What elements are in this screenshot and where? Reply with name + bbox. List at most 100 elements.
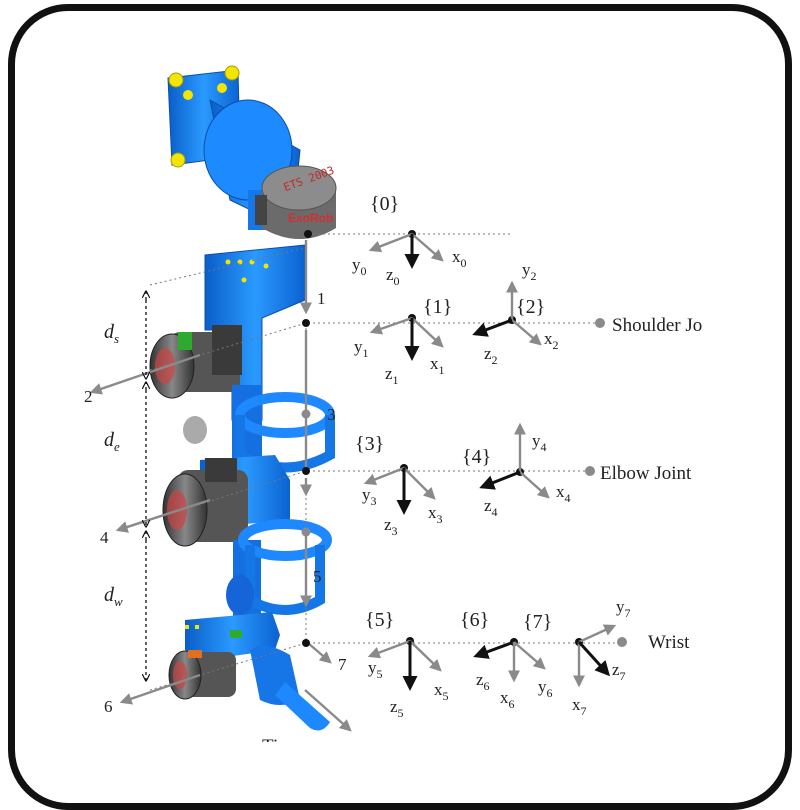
link-label-6: 6	[104, 697, 113, 716]
link-label-7: 7	[338, 655, 347, 674]
forearm-cuff	[226, 519, 332, 630]
frame-1-z-label: z	[385, 364, 393, 383]
svg-text:x0: x0	[452, 247, 467, 270]
frame-6: {6} z6 x6 y6	[460, 609, 553, 711]
frame-4-x-label: x	[556, 482, 565, 501]
svg-text:x2: x2	[544, 329, 559, 352]
frame-2: {2} y2 x2 z2	[472, 260, 559, 367]
frame-4: {4} y4 x4 z4	[462, 422, 571, 519]
robot-arm: ETS 2003 ExoRob	[149, 65, 337, 731]
link-arrow-4	[115, 498, 211, 533]
svg-text:de: de	[104, 429, 120, 454]
link-arrow-7	[307, 642, 332, 664]
frame-4-label: {4}	[462, 446, 491, 468]
svg-text:x7: x7	[572, 695, 587, 718]
link-label-1: 1	[317, 289, 326, 308]
link-arrow-6	[119, 673, 201, 705]
brand-text: ExoRob	[288, 211, 333, 225]
joint-dots	[302, 230, 312, 647]
dw-sub: w	[114, 594, 123, 609]
frame-2-y-label: y	[522, 260, 531, 279]
svg-text:dw: dw	[104, 584, 123, 609]
frame-6-z-label: z	[476, 670, 484, 689]
svg-text:z6: z6	[476, 670, 490, 693]
frame-0-z-label: z	[386, 265, 394, 284]
upper-arm-cuff	[183, 385, 335, 473]
frame-3-x-label: x	[428, 503, 437, 522]
frame-7-z-label: z	[612, 660, 620, 679]
frame-1: {1} y1 x1 z1	[354, 296, 452, 387]
frame-4-y-label: y	[532, 431, 541, 450]
frame-7: {7} y7 z7 x7	[523, 597, 631, 718]
frame-0-y-label: y	[352, 255, 361, 274]
svg-text:y6: y6	[538, 677, 553, 700]
shoulder-cap: ETS 2003 ExoRob	[255, 164, 337, 239]
svg-text:ds: ds	[104, 321, 119, 346]
elbow-motor	[162, 455, 290, 547]
frame-3-y-label: y	[362, 485, 371, 504]
frame-1-x-label: x	[430, 354, 439, 373]
svg-text:y2: y2	[522, 260, 537, 283]
frame-5-x-label: x	[434, 680, 443, 699]
frame-0-x-label: x	[452, 247, 461, 266]
dw-label: d	[104, 584, 115, 606]
svg-text:x1: x1	[430, 354, 445, 377]
svg-text:x3: x3	[428, 503, 443, 526]
frame-6-y-label: y	[538, 677, 547, 696]
frame-0: {0} y0 x0 z0	[352, 193, 467, 288]
svg-text:x5: x5	[434, 680, 449, 703]
frame-7-y-label: y	[616, 597, 625, 616]
frame-4-z-label: z	[484, 496, 492, 515]
frame-2-label: {2}	[516, 296, 545, 318]
svg-text:x4: x4	[556, 482, 571, 505]
frame-3: {3} y3 x3 z3	[355, 433, 443, 538]
frame-1-y-label: y	[354, 337, 363, 356]
frame-3-label: {3}	[355, 433, 384, 455]
shoulder-joint-label: Shoulder Jo	[612, 315, 702, 336]
wrist-unit	[168, 612, 330, 731]
svg-text:y4: y4	[532, 431, 547, 454]
svg-text:z0: z0	[386, 265, 400, 288]
frame-2-z-label: z	[484, 344, 492, 363]
tip-label: Tip	[262, 736, 288, 757]
svg-text:y1: y1	[354, 337, 369, 360]
svg-text:z7: z7	[612, 660, 626, 683]
rounded-frame	[8, 4, 792, 810]
frame-2-x-label: x	[544, 329, 553, 348]
de-sub: e	[114, 439, 120, 454]
frame-5-y-label: y	[368, 658, 377, 677]
link-label-2: 2	[84, 387, 93, 406]
svg-text:y0: y0	[352, 255, 367, 278]
elbow-joint-label: Elbow Joint	[600, 463, 692, 484]
svg-text:y5: y5	[368, 658, 383, 681]
frame-6-label: {6}	[460, 609, 489, 631]
svg-text:z5: z5	[390, 697, 404, 720]
svg-text:y7: y7	[616, 597, 631, 620]
link-label-5: 5	[313, 567, 322, 586]
svg-text:z2: z2	[484, 344, 498, 367]
frame-5: {5} y5 x5 z5	[365, 609, 449, 720]
svg-text:x6: x6	[500, 688, 515, 711]
frame-5-label: {5}	[365, 609, 394, 631]
ds-sub: s	[114, 331, 119, 346]
frame-5-z-label: z	[390, 697, 398, 716]
frame-3-z-label: z	[384, 515, 392, 534]
link-label-3: 3	[327, 405, 336, 424]
frame-6-x-label: x	[500, 688, 509, 707]
shoulder-motor	[149, 325, 242, 399]
svg-text:z1: z1	[385, 364, 399, 387]
tip-arrow	[304, 689, 352, 732]
frame-7-label: {7}	[523, 611, 552, 633]
svg-text:z4: z4	[484, 496, 498, 519]
frame-0-label: {0}	[370, 193, 399, 215]
frame-1-label: {1}	[423, 296, 452, 318]
svg-text:z3: z3	[384, 515, 398, 538]
frame-7-x-label: x	[572, 695, 581, 714]
ds-label: d	[104, 321, 115, 343]
dimension-arrows: ds de dw	[104, 292, 146, 680]
link-label-4: 4	[100, 528, 109, 547]
link-number-labels: 1 2 3 4 5 6 7	[84, 289, 347, 716]
link-arrows	[89, 240, 352, 732]
wrist-label: Wrist	[648, 632, 690, 653]
